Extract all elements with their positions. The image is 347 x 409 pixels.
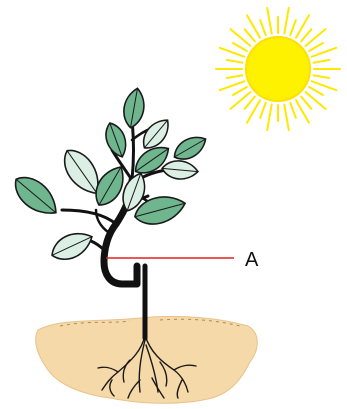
sun-ray (260, 20, 266, 35)
sun-ray (245, 29, 255, 41)
sun-ray (227, 60, 243, 63)
sun-ray (233, 43, 247, 51)
sun-ray (309, 87, 323, 95)
sun-ray (301, 97, 311, 109)
sun-ray (227, 75, 243, 78)
label-a: A (245, 249, 259, 271)
leaf (161, 159, 198, 180)
sun-ray (260, 103, 266, 118)
leaf (8, 170, 64, 223)
sun-ray (290, 103, 296, 118)
leaf (121, 87, 147, 130)
sun-ray (309, 43, 323, 51)
sun-ray (284, 105, 289, 131)
sun-ray (245, 97, 255, 109)
leaf (47, 226, 96, 265)
sun-core (246, 37, 310, 101)
sun-ray (284, 8, 289, 34)
sun-ray (312, 81, 337, 90)
sun-ray (267, 105, 272, 131)
leaf (170, 131, 210, 165)
sun-ray (314, 75, 330, 78)
sun-ray (233, 87, 247, 95)
sun-ray (314, 60, 330, 63)
sun-ray (290, 20, 296, 35)
sun-ray (312, 48, 337, 57)
sun-ray (267, 8, 272, 34)
sun-icon (216, 8, 340, 130)
sun-ray (220, 81, 245, 90)
leaf (101, 120, 130, 160)
sun-ray (220, 48, 245, 57)
sun-ray (301, 29, 311, 41)
